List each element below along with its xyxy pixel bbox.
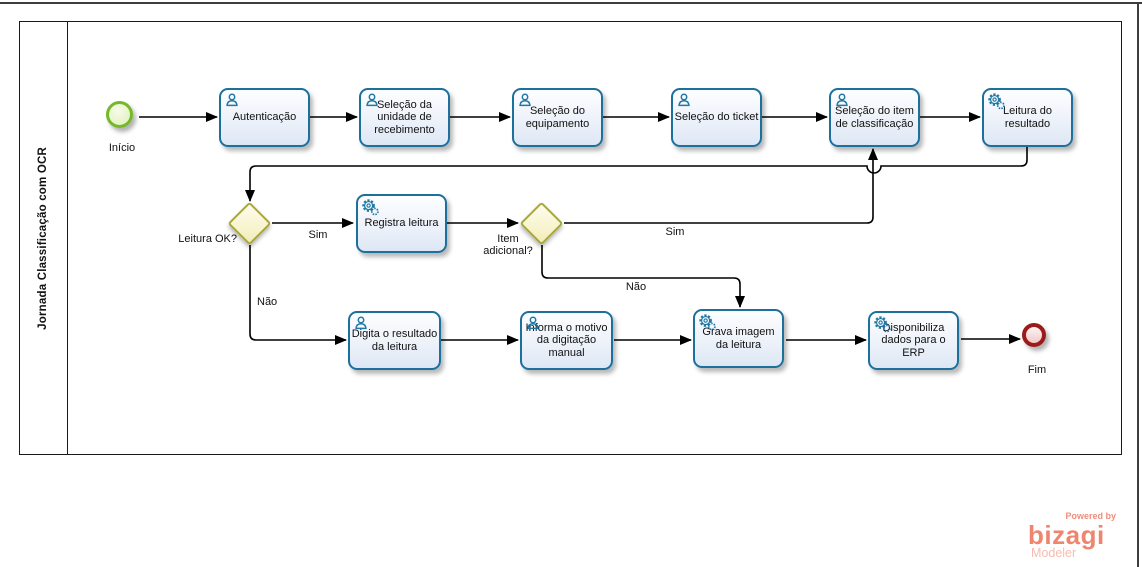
flow-label-nao: Não [257, 296, 278, 308]
end-event-label: Fim [1027, 364, 1047, 376]
start-event[interactable] [106, 101, 133, 128]
pool-label-band[interactable]: Jornada Classificação com OCR [19, 21, 68, 455]
bizagi-watermark: Powered by bizagi Modeler [1028, 512, 1118, 560]
gears-icon [698, 313, 717, 332]
task-label: Digita o resultado da leitura [351, 328, 438, 353]
user-icon [676, 92, 692, 108]
flow-item-adicional-nao-grava-imagem [541, 245, 745, 308]
task-label: Seleção do equipamento [525, 105, 590, 130]
task-leitura-resultado[interactable]: Leitura do resultado [982, 88, 1073, 147]
task-disponibiliza-erp[interactable]: Disponibiliza dados para o ERP [868, 311, 959, 370]
window-right-border [1137, 2, 1139, 567]
task-label: Seleção do ticket [674, 111, 759, 124]
flow-label-nao: Não [625, 281, 647, 293]
user-icon [224, 92, 240, 108]
user-icon [525, 315, 541, 331]
task-label: Autenticação [232, 111, 297, 124]
gateway-leitura-ok-label: Leitura OK? [178, 233, 237, 245]
task-label: Informa o motivo da digitação manual [525, 321, 608, 359]
user-icon [353, 315, 369, 331]
gateway-item-adicional-label: Item adicional? [483, 233, 533, 257]
task-selecao-item-classificacao[interactable]: Seleção do item de classificação [829, 88, 920, 147]
gears-icon [361, 198, 380, 217]
task-selecao-equipamento[interactable]: Seleção do equipamento [512, 88, 603, 147]
task-label: Disponibiliza dados para o ERP [881, 321, 946, 359]
task-label: Seleção do item de classificação [835, 105, 914, 130]
powered-by-text: Powered by [1065, 511, 1116, 521]
bizagi-logo: bizagi [1028, 520, 1105, 550]
task-label: Leitura do resultado [1003, 105, 1052, 130]
user-icon [364, 92, 380, 108]
task-selecao-unidade-recebimento[interactable]: Seleção da unidade de recebimento [359, 88, 450, 147]
flow-label-sim: Sim [308, 229, 328, 241]
flow-leitura-ok-nao-digita [249, 245, 347, 345]
task-autenticacao[interactable]: Autenticação [219, 88, 310, 147]
task-registra-leitura[interactable]: Registra leitura [356, 194, 447, 253]
task-digita-resultado[interactable]: Digita o resultado da leitura [348, 311, 441, 370]
task-label: Seleção da unidade de recebimento [374, 98, 435, 136]
user-icon [834, 92, 850, 108]
task-grava-imagem[interactable]: Grava imagem da leitura [693, 309, 784, 368]
task-label: Grava imagem da leitura [702, 326, 775, 351]
bizagi-modeler-text: Modeler [1031, 546, 1077, 560]
user-icon [517, 92, 533, 108]
window-top-border [0, 2, 1142, 4]
flow-item-adicional-sim-selecao-item [564, 148, 878, 224]
task-label: Registra leitura [364, 217, 439, 230]
task-informa-motivo[interactable]: Informa o motivo da digitação manual [520, 311, 613, 370]
task-selecao-ticket[interactable]: Seleção do ticket [671, 88, 762, 147]
flow-label-sim: Sim [665, 226, 685, 238]
flow-leitura-resultado-gateway-leitura-ok [245, 146, 1028, 202]
end-event[interactable] [1022, 323, 1046, 347]
gears-icon [987, 92, 1006, 111]
start-event-label: Início [108, 142, 136, 154]
gears-icon [873, 315, 892, 334]
